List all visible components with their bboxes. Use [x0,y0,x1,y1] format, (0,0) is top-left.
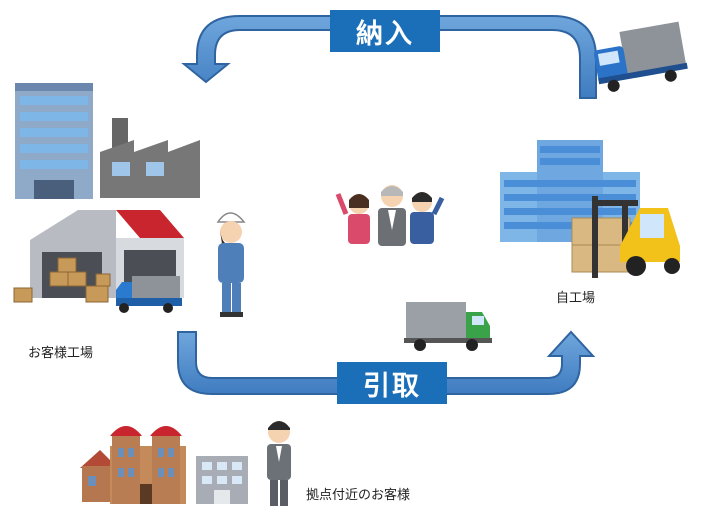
brick-house-icon [80,426,186,504]
delivery-badge: 納入 [330,10,440,52]
office-building-icon [196,456,248,504]
pickup-arrow [177,330,596,395]
people-group-icon [335,185,445,246]
delivery-arrow [181,15,597,99]
truck-icon [404,302,492,351]
factory-icon [100,118,200,198]
office-building-icon [15,83,93,199]
customer-factory-label: お客様工場 [28,346,94,361]
worker-icon [267,421,291,506]
pickup-badge: 引取 [337,362,447,404]
worker-icon [216,212,246,317]
nearby-customers-label: 拠点付近のお客様 [306,488,411,503]
truck-icon [593,21,688,92]
own-factory-label: 自工場 [556,291,596,306]
forklift-icon [571,196,680,278]
truck-icon [116,276,182,313]
